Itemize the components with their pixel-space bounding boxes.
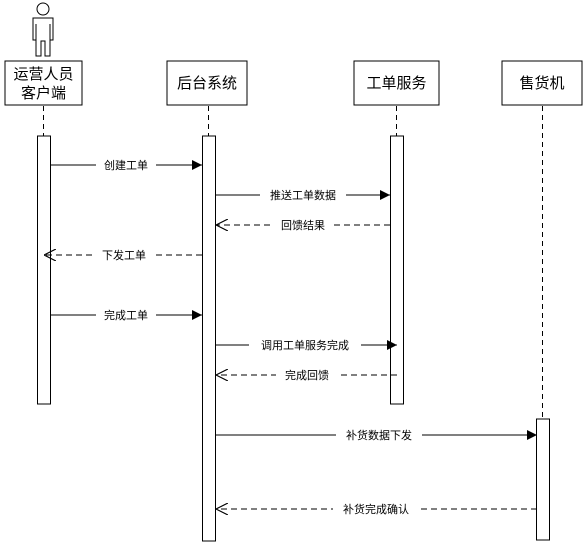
participant-vending: 售货机	[501, 60, 583, 106]
message-label-6: 调用工单服务完成	[261, 338, 349, 352]
participant-client-line1: 运营人员	[13, 65, 73, 83]
participant-vending-label: 售货机	[519, 74, 564, 92]
message-label-5: 完成工单	[104, 308, 148, 322]
activation-backend	[202, 135, 216, 542]
message-label-2: 推送工单数据	[270, 188, 336, 202]
message-label-8: 补货数据下发	[346, 428, 412, 442]
participant-backend-label: 后台系统	[177, 74, 237, 92]
message-label-4: 下发工单	[102, 248, 146, 262]
participant-client-line2: 客户端	[21, 84, 66, 102]
participant-backend: 后台系统	[166, 60, 248, 106]
participant-workorder-label: 工单服务	[366, 74, 426, 92]
message-label-7: 完成回馈	[285, 368, 329, 382]
participant-workorder: 工单服务	[353, 60, 440, 106]
activation-workorder	[390, 135, 404, 405]
participant-client: 运营人员 客户端	[4, 60, 83, 106]
message-label-3: 回馈结果	[281, 219, 325, 232]
message-label-1: 创建工单	[104, 158, 148, 172]
activation-vending	[536, 418, 550, 541]
actor-icon	[32, 2, 54, 57]
activation-client	[37, 135, 51, 405]
message-label-9: 补货完成确认	[343, 502, 409, 516]
